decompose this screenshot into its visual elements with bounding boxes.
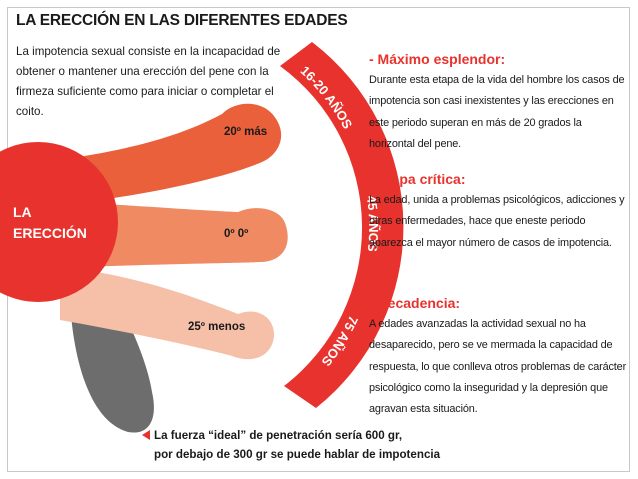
shape-20-more (60, 103, 282, 205)
age-label-45: 45 AÑOS (364, 195, 381, 253)
age-label-45-path: 45 AÑOS (364, 195, 381, 253)
shape-25-less (60, 268, 275, 360)
bottom-note-line1: La fuerza “ideal” de penetración sería 6… (154, 429, 403, 442)
age-band (280, 42, 404, 408)
intro-text: La impotencia sexual consiste en la inca… (16, 45, 281, 118)
page-title: LA ERECCIÓN EN LAS DIFERENTES EDADES (16, 12, 348, 29)
bottom-note: La fuerza “ideal” de penetración sería 6… (154, 426, 454, 464)
section-heading: - Máximo esplendor: (369, 51, 506, 67)
section-etapa-critica: - Etapa crítica: La edad, unida a proble… (369, 170, 627, 254)
section-body: La edad, unida a problemas psicológicos,… (369, 194, 625, 249)
section-body: Durante esta etapa de la vida del hombre… (369, 74, 625, 150)
angle-label-20-more: 20º más (224, 126, 267, 138)
section-decadencia: - Decadencia: A edades avanzadas la acti… (369, 294, 627, 420)
section-heading: - Decadencia: (369, 295, 461, 311)
bottom-note-line2: por debajo de 300 gr se puede hablar de … (154, 448, 441, 461)
angle-label-25-less: 25º menos (188, 321, 245, 333)
section-heading: - Etapa crítica: (369, 171, 466, 187)
erection-circle (0, 142, 118, 302)
pointer-triangle-icon (142, 430, 150, 440)
section-maximo-esplendor: - Máximo esplendor: Durante esta etapa d… (369, 50, 627, 155)
circle-label-line2: ERECCIÓN (13, 224, 87, 241)
angle-label-0: 0º 0º (224, 228, 248, 240)
section-body: A edades avanzadas la actividad sexual n… (369, 318, 627, 416)
circle-label-line1: LA (13, 204, 32, 220)
